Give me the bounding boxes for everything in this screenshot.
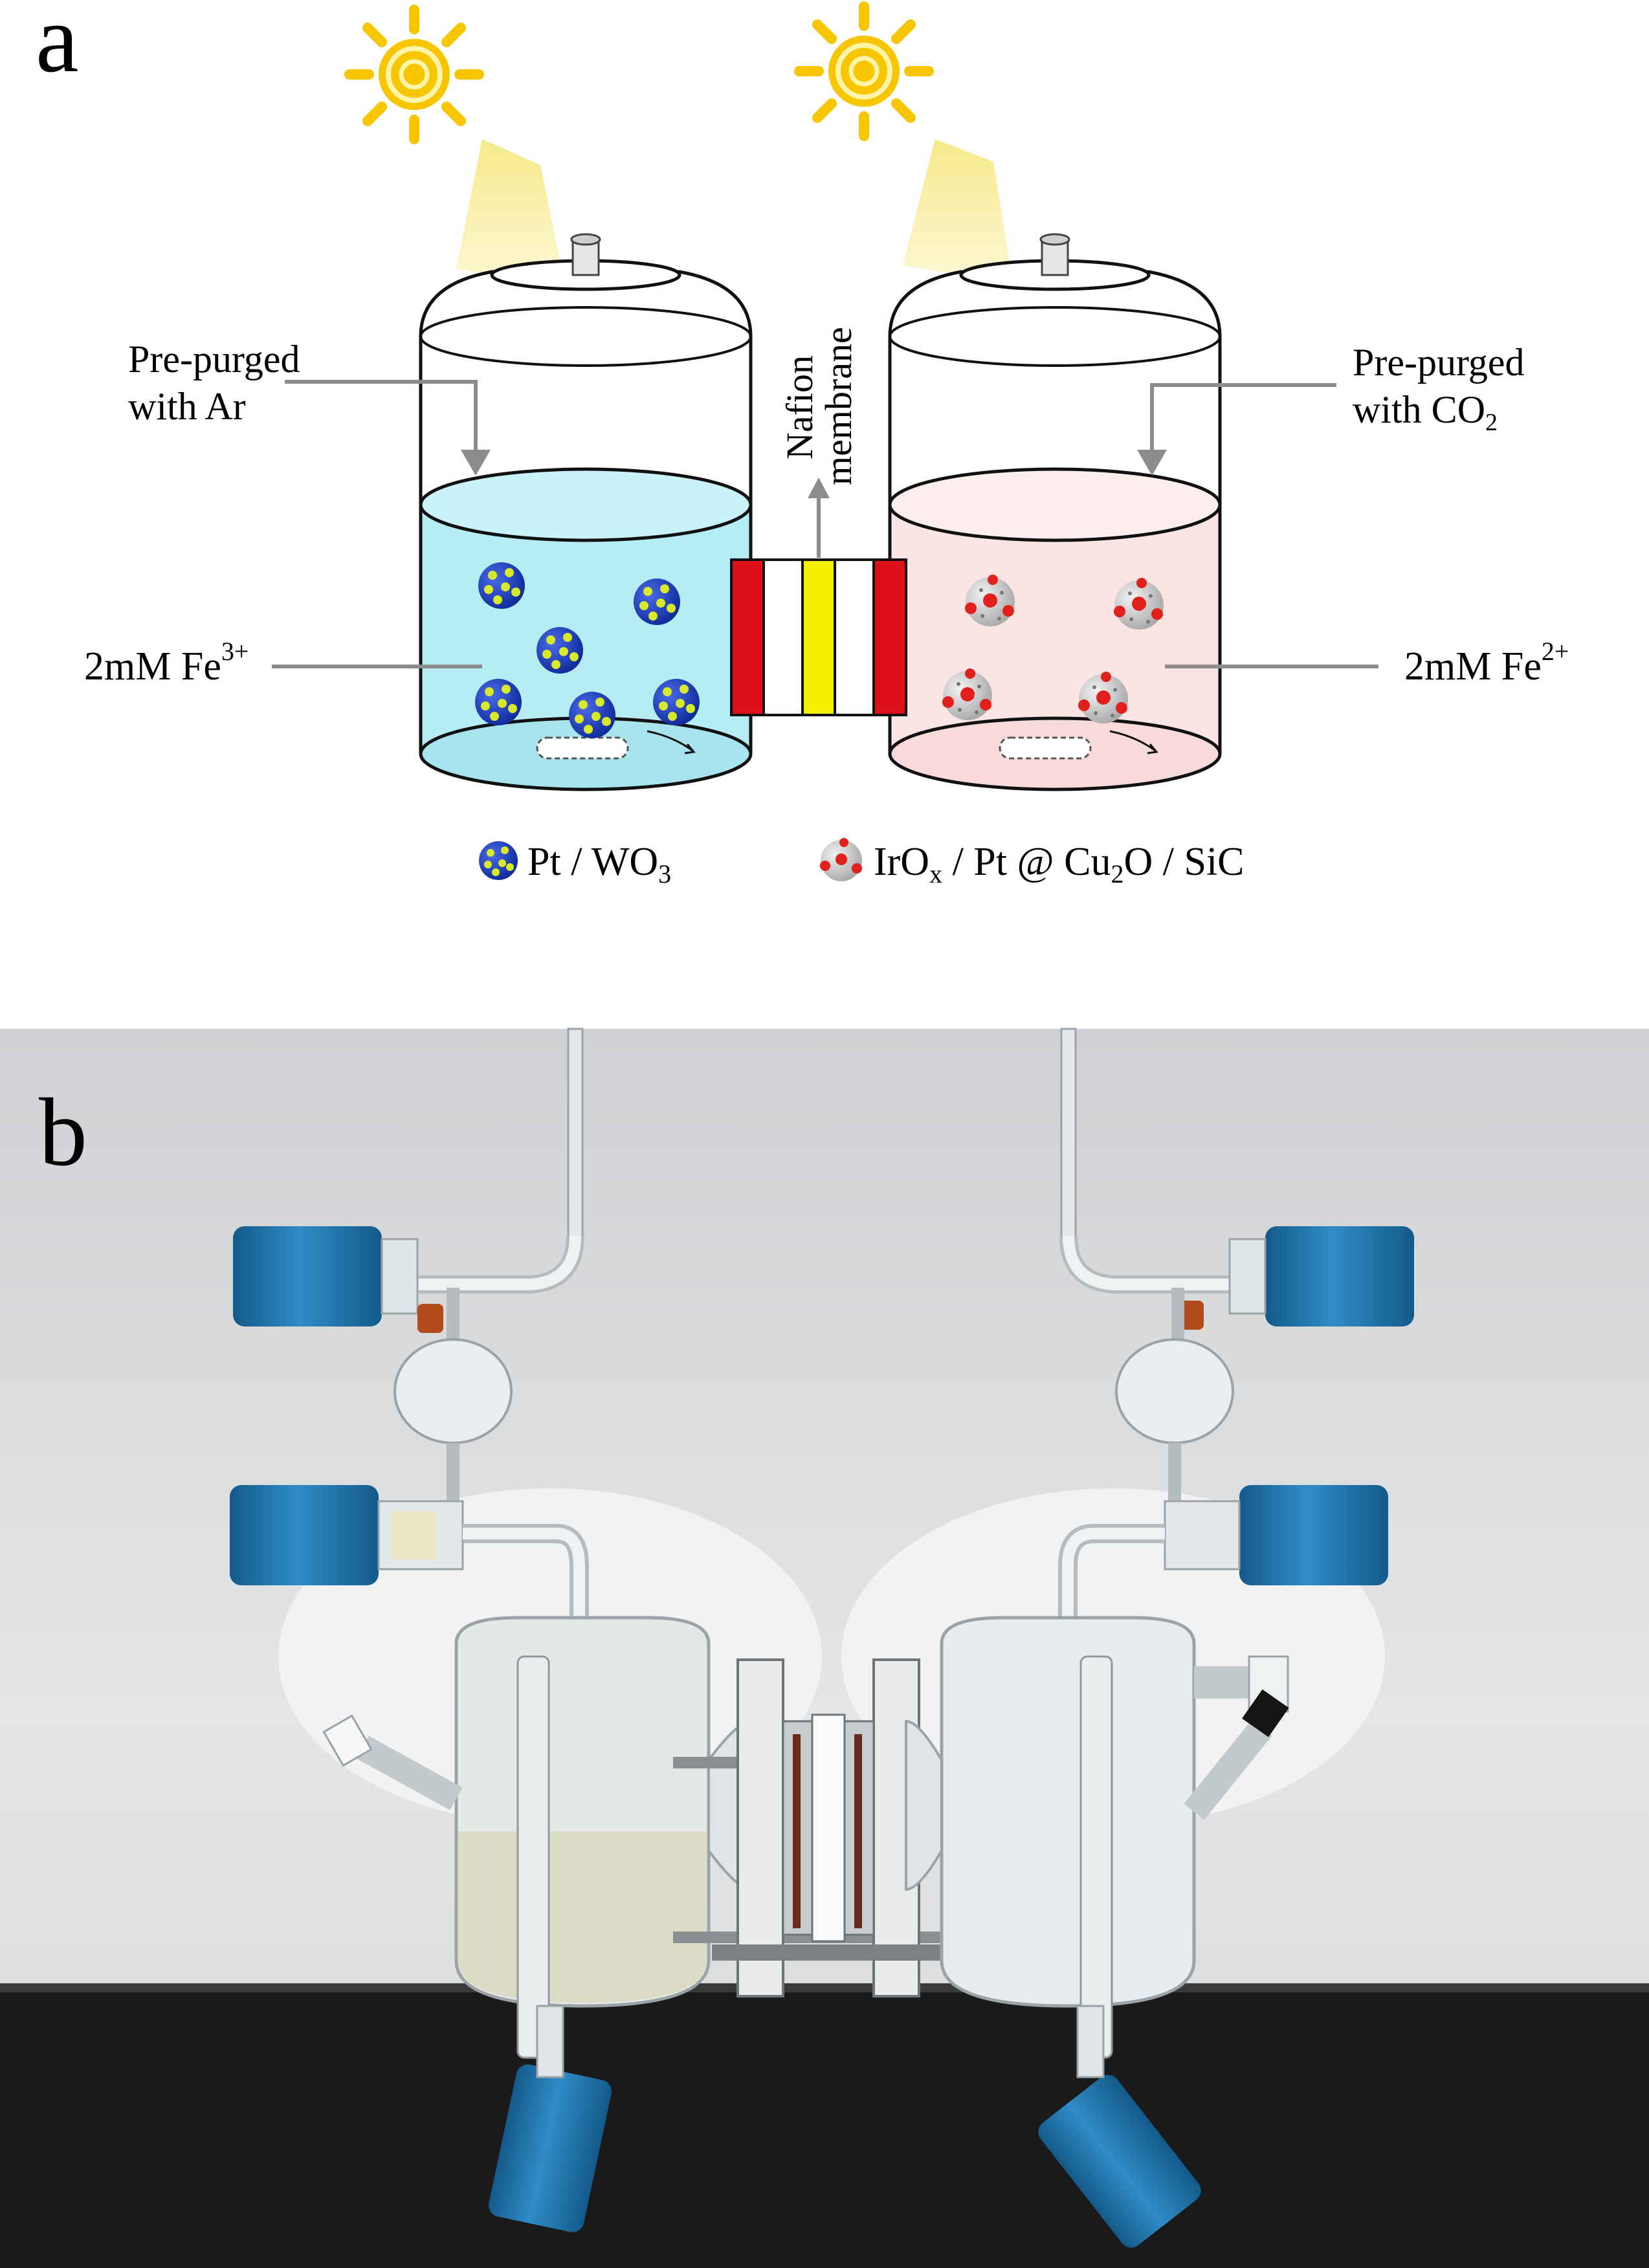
right-solution-surface	[888, 467, 1222, 542]
right-photo-reactor	[905, 1028, 1414, 2248]
clamp-plate	[736, 1658, 784, 1998]
nafion-membrane	[730, 478, 907, 716]
membrane-holder	[673, 1658, 977, 1998]
left-inlet-label-line1: Pre-purged	[128, 338, 300, 380]
stir-bar-icon	[999, 736, 1092, 760]
right-inlet-label-line1: Pre-purged	[1353, 341, 1525, 384]
legend: Pt / WO3 IrOx / Pt @ Cu2O / SiC	[479, 838, 1245, 888]
pt-wo3-particles	[475, 562, 700, 738]
sun-icon	[794, 1, 934, 141]
stir-bar-icon	[536, 736, 629, 760]
sun-left	[344, 5, 566, 291]
stopcock-cap-icon	[489, 2064, 612, 2232]
panel-a-label: a	[36, 0, 79, 93]
legend-pt-wo3: Pt / WO3	[527, 840, 671, 888]
right-solution-label: 2mM Fe2+	[1404, 637, 1569, 688]
stopcock-cap-icon	[1239, 1485, 1388, 1585]
glass-bulb	[1115, 1338, 1234, 1444]
light-beam-left	[456, 139, 566, 291]
left-reactor	[419, 233, 753, 791]
left-solution-label: 2mM Fe3+	[84, 637, 249, 688]
glass-bulb	[393, 1338, 513, 1444]
stopcock-cap-icon	[1265, 1226, 1414, 1327]
left-solution-surface	[419, 467, 753, 542]
pt-wo3-particle-icon	[479, 841, 518, 880]
membrane-label-line2: membrane	[817, 327, 859, 485]
stopcock-cap-icon	[1038, 2075, 1201, 2248]
panel-b: b	[0, 1028, 1649, 2268]
membrane-yellow	[801, 558, 836, 716]
irox-particle-icon	[820, 838, 862, 881]
left-inlet-label-line2: with Ar	[128, 385, 246, 428]
panel-b-label: b	[39, 1079, 87, 1186]
panel-a: a	[36, 0, 1569, 888]
light-beam-right	[903, 139, 1013, 285]
right-inlet-label-line2: with CO2	[1353, 388, 1498, 436]
irox-particles	[942, 575, 1164, 723]
right-reactor	[888, 233, 1222, 791]
left-inlet-arrow	[285, 380, 491, 476]
right-inlet-arrow	[1137, 383, 1336, 476]
black-cap	[1242, 1689, 1289, 1737]
stopcock-cap-icon	[230, 1485, 379, 1585]
membrane-label-line1: Nafion	[779, 355, 821, 459]
stopcock-cap-icon	[233, 1226, 382, 1327]
sun-right	[794, 1, 1013, 285]
legend-irox: IrOx / Pt @ Cu2O / SiC	[874, 840, 1245, 888]
table	[0, 1983, 1649, 2268]
left-photo-reactor	[230, 1028, 752, 2232]
sun-icon	[344, 5, 484, 144]
